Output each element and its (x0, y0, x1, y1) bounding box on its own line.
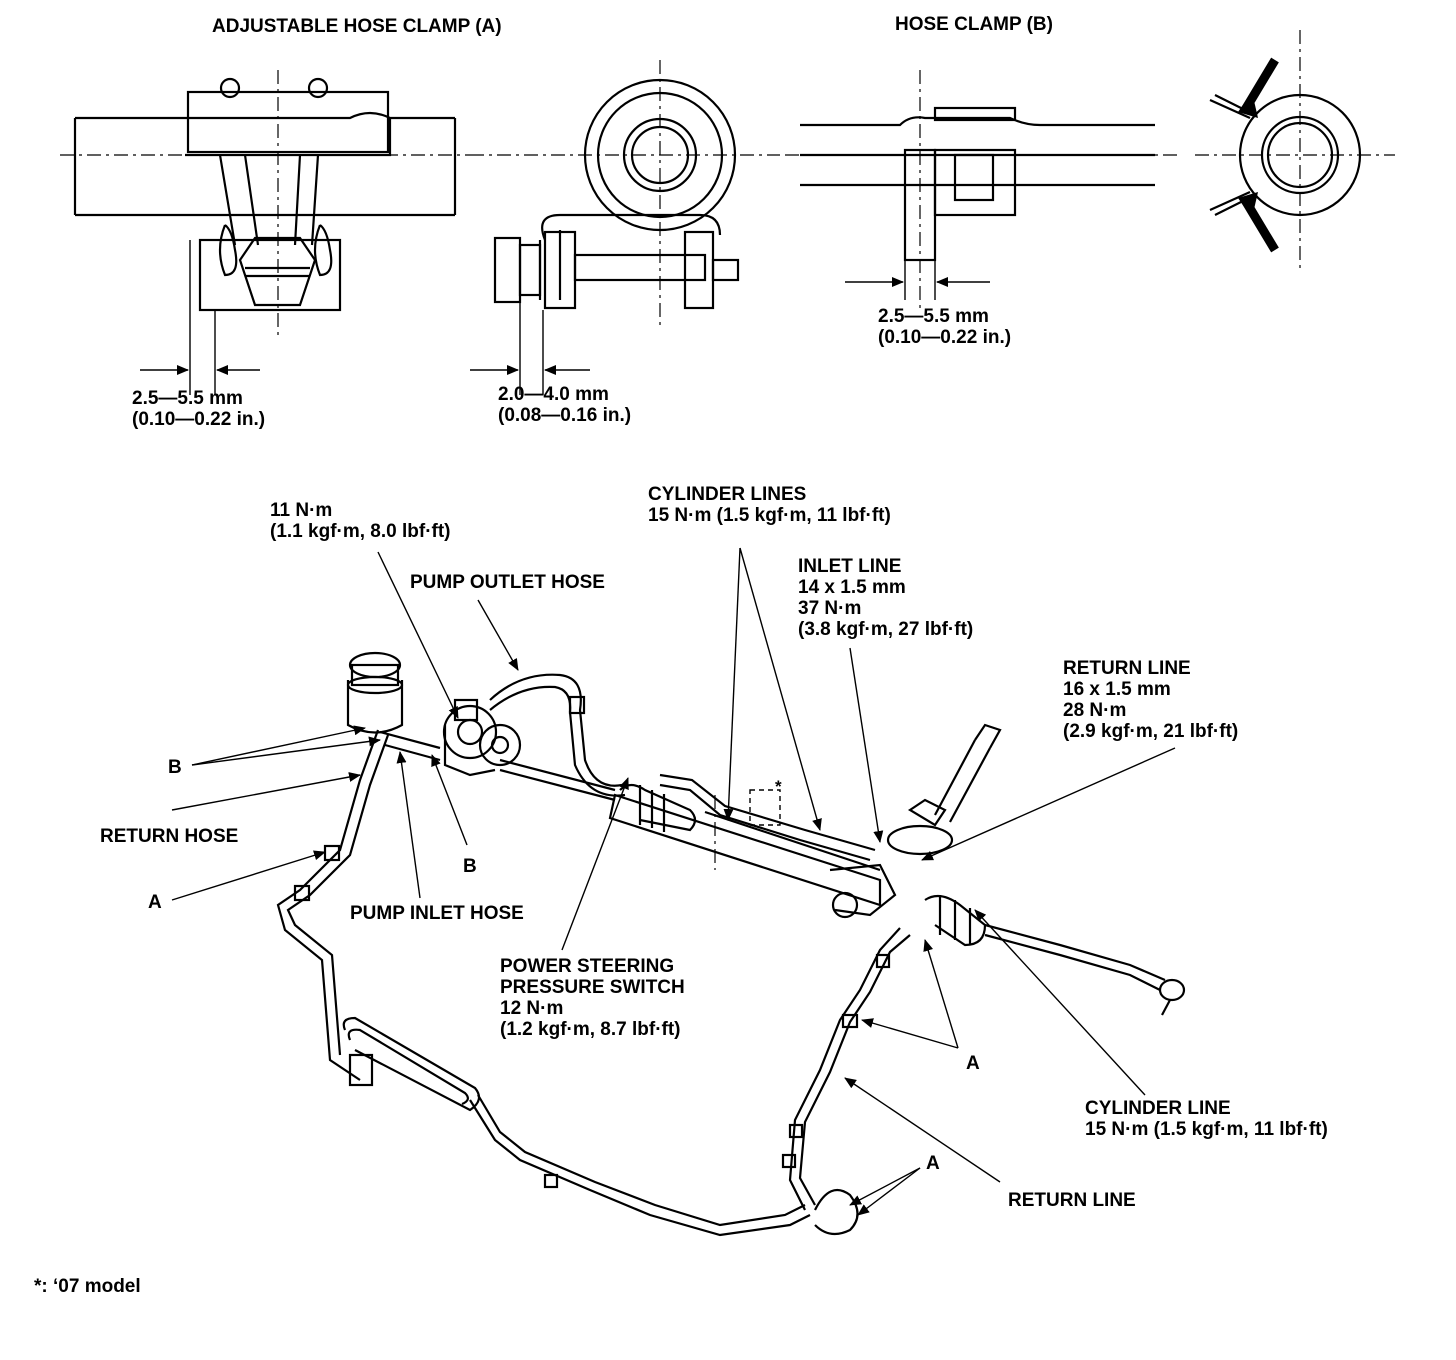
return-line-torque: 28 N·m (1063, 700, 1127, 721)
clamp-b-gap-in: (0.10—0.22 in.) (878, 327, 1012, 348)
bolt-torque-alt: (1.1 kgf·m, 8.0 lbf·ft) (270, 521, 451, 542)
ps-switch-torque-alt: (1.2 kgf·m, 8.7 lbf·ft) (500, 1019, 681, 1040)
steering-rack (499, 758, 1186, 1016)
bolt-torque: 11 N·m (270, 500, 333, 521)
clamp-b-gap-mm: 2.5—5.5 mm (878, 306, 989, 327)
return-line-size: 16 x 1.5 mm (1063, 679, 1171, 700)
steering-assembly (276, 651, 1186, 1237)
clamp-a-gap-label: 2.5—5.5 mm (0.10—0.22 in.) (132, 388, 265, 430)
return-line-top-title: RETURN LINE (1063, 658, 1191, 679)
hose-clamp-title: HOSE CLAMP (B) (895, 14, 1053, 35)
cylinder-line-torque: 15 N·m (1.5 kgf·m, 11 lbf·ft) (1085, 1119, 1328, 1140)
inlet-line-title: INLET LINE (798, 556, 902, 577)
clamp-a-side-gap-in: (0.08—0.16 in.) (498, 405, 632, 426)
adjustable-clamp-end-view (470, 60, 780, 395)
return-line-bottom-label: RETURN LINE (1008, 1190, 1136, 1211)
callout-b-mid: B (463, 856, 477, 877)
cylinder-line-label: CYLINDER LINE 15 N·m (1.5 kgf·m, 11 lbf·… (1085, 1098, 1328, 1140)
cylinder-line-title: CYLINDER LINE (1085, 1098, 1231, 1119)
clamp-a-side-gap-mm: 2.0—4.0 mm (498, 384, 609, 405)
ps-switch-line1: POWER STEERING (500, 956, 675, 977)
clamp-a-gap-in: (0.10—0.22 in.) (132, 409, 266, 430)
inlet-line-torque: 37 N·m (798, 598, 862, 619)
bolt-torque-label: 11 N·m (1.1 kgf·m, 8.0 lbf·ft) (270, 500, 451, 542)
callout-a-right: A (966, 1053, 980, 1074)
leader-lines (171, 547, 1176, 1216)
hose-clamp-b-end-view (1195, 30, 1395, 270)
callout-a-bottom: A (926, 1153, 940, 1174)
cylinder-lines-title: CYLINDER LINES (648, 484, 807, 505)
ps-switch-line2: PRESSURE SWITCH (500, 977, 685, 998)
pump-inlet-hose-label: PUMP INLET HOSE (350, 903, 524, 924)
return-line-top-label: RETURN LINE 16 x 1.5 mm 28 N·m (2.9 kgf·… (1063, 658, 1238, 742)
adjustable-clamp-side-view (60, 70, 470, 395)
hose-clamp-b-side-view (785, 70, 1180, 310)
footnote: *: ‘07 model (34, 1276, 141, 1297)
asterisk-mark: * (775, 777, 782, 796)
return-line-torque-alt: (2.9 kgf·m, 21 lbf·ft) (1063, 721, 1239, 742)
clamp-a-side-gap-label: 2.0—4.0 mm (0.08—0.16 in.) (498, 384, 631, 426)
adjustable-clamp-title: ADJUSTABLE HOSE CLAMP (A) (212, 16, 502, 37)
ps-switch-torque: 12 N·m (500, 998, 564, 1019)
callout-a-left: A (148, 892, 162, 913)
cylinder-lines-label: CYLINDER LINES 15 N·m (1.5 kgf·m, 11 lbf… (648, 484, 891, 526)
ps-pump (442, 698, 522, 777)
inlet-line-label: INLET LINE 14 x 1.5 mm 37 N·m (3.8 kgf·m… (798, 556, 973, 640)
inlet-line-size: 14 x 1.5 mm (798, 577, 906, 598)
clamp-b-gap-label: 2.5—5.5 mm (0.10—0.22 in.) (878, 306, 1011, 348)
ps-fluid-reservoir (346, 651, 404, 734)
inlet-line-torque-alt: (3.8 kgf·m, 27 lbf·ft) (798, 619, 974, 640)
callout-b-left: B (168, 757, 182, 778)
ps-switch-label: POWER STEERING PRESSURE SWITCH 12 N·m (1… (500, 956, 685, 1040)
steering-valve-pinion (886, 723, 1002, 856)
clamp-a-gap-mm: 2.5—5.5 mm (132, 388, 243, 409)
return-hose-label: RETURN HOSE (100, 826, 239, 847)
cylinder-lines-torque: 15 N·m (1.5 kgf·m, 11 lbf·ft) (648, 505, 891, 526)
pump-outlet-hose-label: PUMP OUTLET HOSE (410, 572, 605, 593)
